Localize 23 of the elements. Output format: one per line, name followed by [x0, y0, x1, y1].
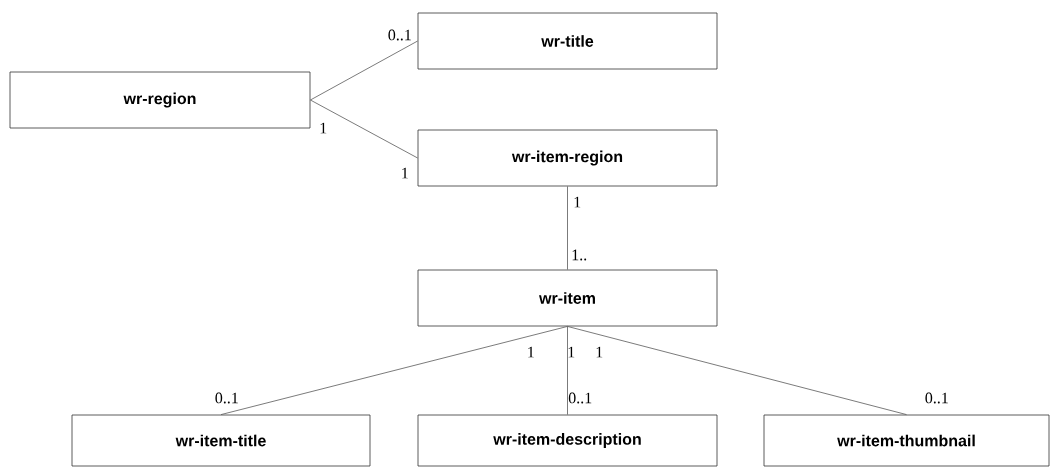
- connector-line: [567, 326, 568, 415]
- connector-line: [567, 326, 907, 415]
- connector-line: [567, 186, 568, 270]
- entity-box: wr-item-thumbnail: [763, 414, 1050, 467]
- multiplicity-label: 0..1: [568, 392, 592, 404]
- entity-box: wr-title: [417, 12, 718, 70]
- multiplicity-label: 1: [320, 122, 327, 134]
- entity-box: wr-item-region: [417, 129, 718, 187]
- multiplicity-label: 1: [568, 346, 575, 358]
- connector-line: [310, 40, 418, 101]
- multiplicity-label: 1: [528, 346, 534, 358]
- connector-line: [310, 99, 418, 159]
- entity-box: wr-item-description: [417, 414, 718, 467]
- multiplicity-label: 1..: [572, 249, 587, 261]
- entity-box: wr-item: [417, 269, 718, 327]
- multiplicity-label: 0..1: [388, 29, 411, 41]
- entity-box: wr-item-title: [71, 414, 371, 467]
- multiplicity-label: 1: [574, 196, 581, 208]
- multiplicity-label: 0..1: [215, 392, 238, 404]
- multiplicity-label: 1: [402, 167, 408, 179]
- multiplicity-label: 1: [596, 346, 603, 358]
- entity-box: wr-region: [9, 71, 311, 129]
- connector-line: [220, 326, 568, 415]
